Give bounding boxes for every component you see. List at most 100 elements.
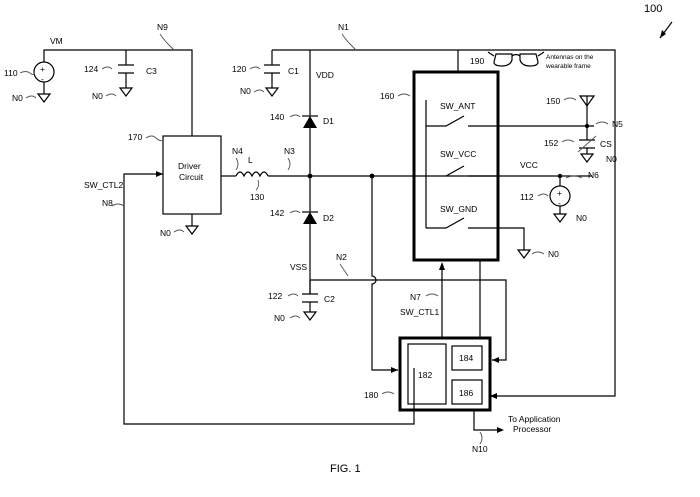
gnd-label-112: N0 xyxy=(576,213,587,223)
glasses-icon xyxy=(487,51,545,67)
voltage-source-112: + - xyxy=(549,185,571,208)
voltage-source-110: + - xyxy=(33,61,55,84)
junction-n3 xyxy=(307,173,313,179)
leader-n4 xyxy=(235,157,239,171)
leader-142 xyxy=(289,210,301,214)
n1-arrow xyxy=(490,393,497,399)
glasses-caption-line1: Antennas on the xyxy=(546,54,594,61)
net-n6: N6 xyxy=(588,170,599,180)
to-app-line2: Processor xyxy=(513,424,551,434)
sw-ctl1-arrow xyxy=(439,262,445,270)
switch-sw-vcc xyxy=(445,165,498,177)
figure-number: 100 xyxy=(644,3,662,15)
driver-label-line2: Circuit xyxy=(179,172,204,182)
svg-text:+: + xyxy=(40,64,45,74)
gnd-label-cs: N0 xyxy=(606,154,617,164)
leader-n0-driver xyxy=(173,229,185,233)
diode-d1 xyxy=(302,115,318,128)
net-n8: N8 xyxy=(102,198,113,208)
block-184 xyxy=(451,345,483,371)
wire-n1-rail xyxy=(272,49,616,397)
leader-n3 xyxy=(287,157,291,171)
leader-n1 xyxy=(341,33,357,51)
leader-122 xyxy=(287,293,299,297)
gnd-label-c1: N0 xyxy=(240,86,251,96)
capacitor-c1 xyxy=(264,50,280,97)
app-processor-arrow xyxy=(497,427,504,433)
ground-symbol-driver xyxy=(184,225,200,235)
sw-ctl2-arrow xyxy=(156,171,163,177)
wire-to-app-processor xyxy=(473,410,500,431)
leader-n9 xyxy=(159,33,175,51)
c2-label: C2 xyxy=(324,294,335,304)
block-182 xyxy=(407,343,447,405)
sw-ctl1-label: SW_CTL1 xyxy=(400,307,439,317)
net-n2: N2 xyxy=(336,252,347,262)
gnd-label-driver: N0 xyxy=(160,228,171,238)
c1-ref: 120 xyxy=(232,64,246,74)
gnd-label-110: N0 xyxy=(12,93,23,103)
gnd-label-c2: N0 xyxy=(274,313,285,323)
c1-label: C1 xyxy=(288,66,299,76)
c2-ref: 122 xyxy=(268,291,282,301)
leader-150 xyxy=(563,97,577,101)
leader-n0-c1 xyxy=(253,89,265,93)
controller-ref: 180 xyxy=(364,390,378,400)
capacitor-c2 xyxy=(302,280,318,321)
leader-110 xyxy=(19,71,35,75)
n2-arrow xyxy=(492,357,499,363)
switch-block-ref: 160 xyxy=(380,91,394,101)
source-112-ref: 112 xyxy=(520,192,534,202)
leader-140 xyxy=(289,114,301,118)
gnd-label-c3: N0 xyxy=(92,91,103,101)
capacitor-c3 xyxy=(118,50,134,97)
sw-vcc-label: SW_VCC xyxy=(440,149,476,159)
leader-180 xyxy=(381,391,395,395)
block-186-label: 186 xyxy=(459,388,473,398)
c3-ref: 124 xyxy=(84,64,98,74)
net-vss: VSS xyxy=(290,262,307,272)
driver-ref: 170 xyxy=(128,132,142,142)
net-n9: N9 xyxy=(157,22,168,32)
antenna-ref: 150 xyxy=(546,96,560,106)
net-n7: N7 xyxy=(410,292,421,302)
inductor-ref: 130 xyxy=(250,192,264,202)
wire-vm-n9 xyxy=(43,49,193,136)
switch-block-160 xyxy=(412,70,500,262)
leader-n6 xyxy=(565,175,583,179)
leader-n5 xyxy=(595,121,609,125)
figure-caption: FIG. 1 xyxy=(330,463,361,475)
leader-112 xyxy=(537,193,549,197)
block-182-label: 182 xyxy=(418,370,432,380)
sw-ant-label: SW_ANT xyxy=(440,101,475,111)
diode-d2 xyxy=(302,211,318,224)
net-n10: N10 xyxy=(472,444,488,454)
net-n5: N5 xyxy=(612,119,623,129)
block-184-label: 184 xyxy=(459,353,473,363)
glasses-caption-line2: wearable frame xyxy=(545,63,591,70)
driver-label-line1: Driver xyxy=(178,161,201,171)
net-vdd: VDD xyxy=(316,70,334,80)
leader-n0-110 xyxy=(25,95,37,99)
ground-symbol-112 xyxy=(552,213,568,223)
leader-120 xyxy=(249,66,261,70)
cs-ref: 152 xyxy=(544,138,558,148)
leader-n8 xyxy=(111,203,125,207)
sense-arrow xyxy=(391,367,398,373)
to-app-line1: To Application xyxy=(508,414,561,424)
junction-vcc xyxy=(557,173,563,179)
controller-180 xyxy=(398,336,492,412)
switch-sw-gnd xyxy=(426,217,525,250)
sw-ctl2-label: SW_CTL2 xyxy=(84,180,123,190)
capacitor-cs xyxy=(577,126,597,163)
glasses-ref: 190 xyxy=(470,56,484,66)
wire-sw-ctl2 xyxy=(123,173,415,425)
net-vcc: VCC xyxy=(520,160,538,170)
block-186 xyxy=(451,379,483,405)
c3-label: C3 xyxy=(146,66,157,76)
leader-n10 xyxy=(479,431,483,445)
leader-n0-sw-gnd xyxy=(531,251,545,255)
svg-text:-: - xyxy=(558,198,561,208)
net-n3: N3 xyxy=(284,146,295,156)
